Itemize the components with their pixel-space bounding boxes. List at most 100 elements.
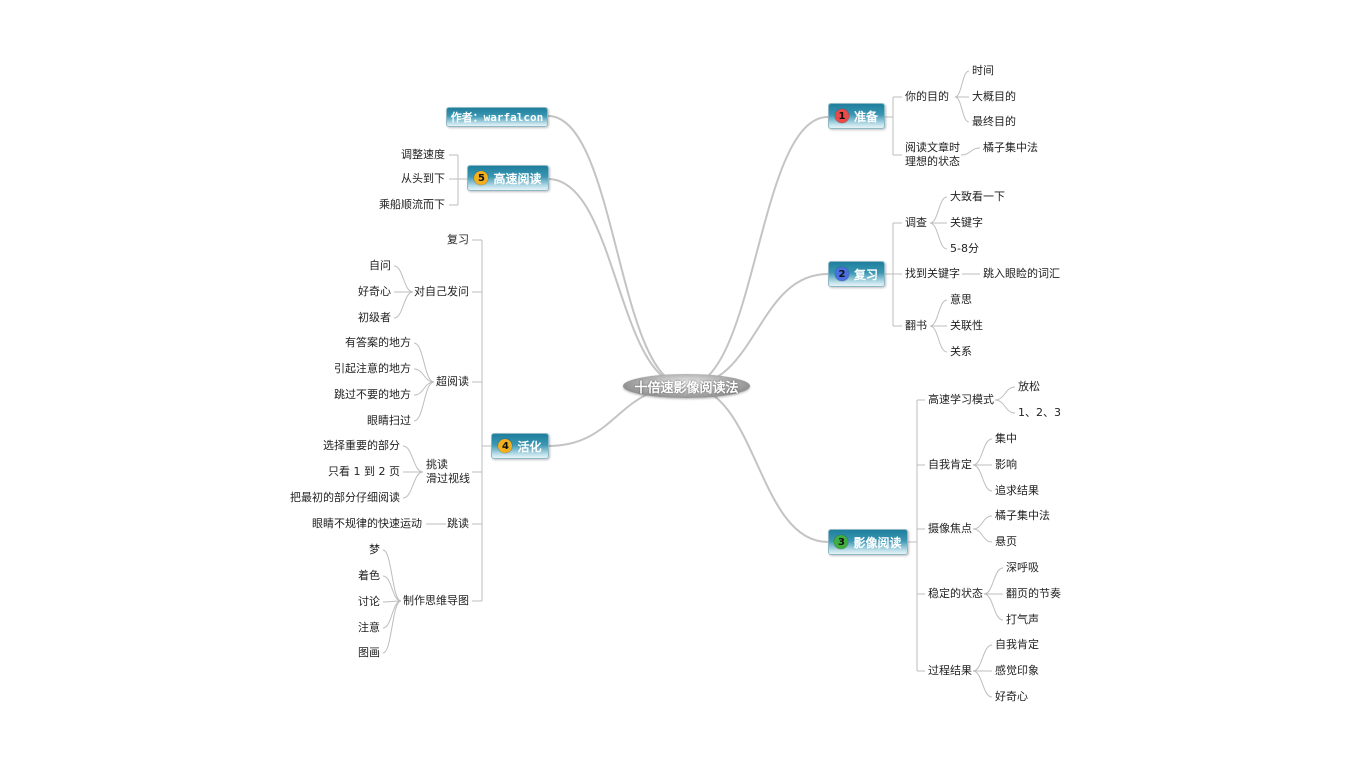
subtopic[interactable]: 关键字 [950,216,983,229]
subtopic[interactable]: 图画 [358,646,380,659]
subtopic[interactable]: 初级者 [358,311,391,324]
subtopic[interactable]: 有答案的地方 [345,336,411,349]
main-branch-line [547,115,687,387]
connector [994,399,1016,414]
subtopic[interactable]: 自问 [369,259,391,272]
subtopic[interactable]: 影响 [995,458,1017,471]
connector [382,600,402,629]
connector [929,299,948,327]
main-branch-line [685,385,829,543]
subtopic[interactable]: 跳过不要的地方 [334,388,411,401]
subtopic[interactable]: 自我肯定 [995,638,1039,651]
connector [983,567,1004,595]
subtopic[interactable]: 梦 [369,543,380,556]
subtopic[interactable]: 调整速度 [401,148,445,161]
topic[interactable]: 调查 [905,216,927,229]
topic[interactable]: 翻书 [905,319,927,332]
connector [954,96,970,123]
connector [402,445,424,473]
connector [929,196,948,224]
subtopic[interactable]: 橘子集中法 [983,141,1038,154]
subtopic[interactable]: 时间 [972,64,994,77]
subtopic[interactable]: 着色 [358,569,380,582]
subtopic[interactable]: 最终目的 [972,115,1016,128]
branch-high-speed[interactable]: 5 高速阅读 [467,165,549,191]
connector [929,222,948,250]
subtopic[interactable]: 从头到下 [401,172,445,185]
connector [972,464,993,492]
subtopic[interactable]: 把最初的部分仔细阅读 [290,491,400,504]
subtopic[interactable]: 眼睛不规律的快速运动 [312,517,422,530]
branch-prepare[interactable]: 1 准备 [828,103,885,129]
central-topic-label: 十倍速影像阅读法 [634,380,739,396]
subtopic[interactable]: 选择重要的部分 [323,439,400,452]
subtopic[interactable]: 感觉印象 [995,664,1039,677]
branch-activate[interactable]: 4 活化 [491,433,549,459]
subtopic[interactable]: 5-8分 [950,242,979,255]
subtopic[interactable]: 引起注意的地方 [334,362,411,375]
subtopic[interactable]: 大概目的 [972,90,1016,103]
topic[interactable]: 稳定的状态 [928,587,983,600]
connector [393,291,414,319]
subtopic[interactable]: 深呼吸 [1006,561,1039,574]
subtopic[interactable]: 追求结果 [995,484,1039,497]
branch-label: 高速阅读 [493,171,542,186]
branch-photo-reading[interactable]: 3 影像阅读 [828,529,908,555]
subtopic[interactable]: 意思 [950,293,972,306]
subtopic[interactable]: 翻页的节奏 [1006,587,1061,600]
branch-label: 活化 [517,439,542,454]
author-label: 作者：warfalcon [450,111,544,124]
connector [954,70,970,98]
subtopic[interactable]: 跳入眼睑的词汇 [983,267,1060,280]
central-topic[interactable]: 十倍速影像阅读法 [623,374,750,398]
subtopic[interactable]: 关系 [950,345,972,358]
main-branch-line [685,273,829,387]
author-node[interactable]: 作者：warfalcon [446,107,548,127]
connector [972,644,993,672]
main-branch-line [547,178,687,387]
number-1-icon: 1 [834,109,849,123]
subtopic[interactable]: 好奇心 [995,690,1028,703]
number-5-icon: 5 [474,171,489,185]
subtopic[interactable]: 橘子集中法 [995,509,1050,522]
topic[interactable]: 找到关键字 [905,267,960,280]
subtopic[interactable]: 讨论 [358,595,380,608]
topic[interactable]: 高速学习模式 [928,393,994,406]
subtopic[interactable]: 眼睛扫过 [367,414,411,427]
topic[interactable]: 过程结果 [928,664,972,677]
topic[interactable]: 复习 [447,233,469,246]
topic[interactable]: 制作思维导图 [403,594,469,607]
subtopic[interactable]: 悬页 [995,535,1017,548]
connector [413,342,435,383]
subtopic[interactable]: 乘船顺流而下 [379,198,445,211]
connector [972,528,993,543]
connector [994,386,1016,401]
branch-label: 复习 [853,267,878,282]
connector [972,515,993,530]
connector [382,549,402,602]
topic[interactable]: 对自己发问 [414,285,469,298]
topic[interactable]: 超阅读 [436,375,469,388]
subtopic[interactable]: 集中 [995,432,1017,445]
subtopic[interactable]: 关联性 [950,319,983,332]
branch-review[interactable]: 2 复习 [828,261,885,287]
topic-ideal-state[interactable]: 阅读文章时 理想的状态 [905,141,960,169]
subtopic[interactable]: 放松 [1018,380,1040,393]
connector [972,670,993,698]
subtopic[interactable]: 大致看一下 [950,190,1005,203]
topic[interactable]: 跳读 [447,517,469,530]
connector [960,147,981,156]
connector [382,575,402,602]
subtopic[interactable]: 打气声 [1006,613,1039,626]
topic[interactable]: 你的目的 [905,90,949,103]
subtopic[interactable]: 只看 1 到 2 页 [328,465,400,478]
subtopic[interactable]: 注意 [358,621,380,634]
subtopic[interactable]: 1、2、3 [1018,406,1061,419]
connector [402,471,424,499]
subtopic[interactable]: 好奇心 [358,285,391,298]
connector [382,600,402,654]
topic[interactable]: 摄像焦点 [928,522,972,535]
topic-skim-read[interactable]: 挑读 滑过视线 [426,458,470,486]
branch-label: 准备 [853,109,878,124]
topic[interactable]: 自我肯定 [928,458,972,471]
